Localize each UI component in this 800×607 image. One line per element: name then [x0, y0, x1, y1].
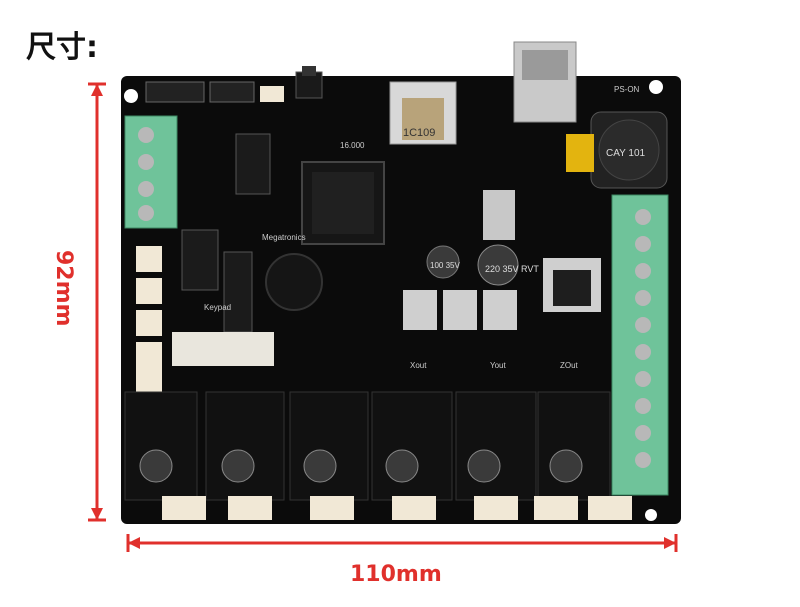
large-cap-label: 220 35V RVT: [485, 264, 539, 274]
xout-label: Xout: [410, 361, 427, 370]
mid-cap-label: 100 35V: [430, 261, 460, 270]
inductor-label: CAY 101: [606, 148, 646, 159]
height-dimension-line: [88, 82, 106, 522]
crystal-label: 16.000: [340, 141, 365, 150]
zout-label: ZOut: [560, 361, 579, 370]
keypad-label: Keypad: [204, 303, 231, 312]
width-dimension-label: 110mm: [350, 562, 442, 587]
page-title: 尺寸:: [26, 30, 98, 65]
yout-label: Yout: [490, 361, 507, 370]
sd-chip-label: 1C109: [403, 127, 435, 139]
brand-label: Megatronics: [262, 233, 306, 242]
width-dimension-line: [126, 534, 678, 552]
buzzer: [265, 253, 323, 311]
height-dimension-label: 92mm: [51, 250, 76, 327]
psu-label: PS-ON: [614, 85, 640, 94]
